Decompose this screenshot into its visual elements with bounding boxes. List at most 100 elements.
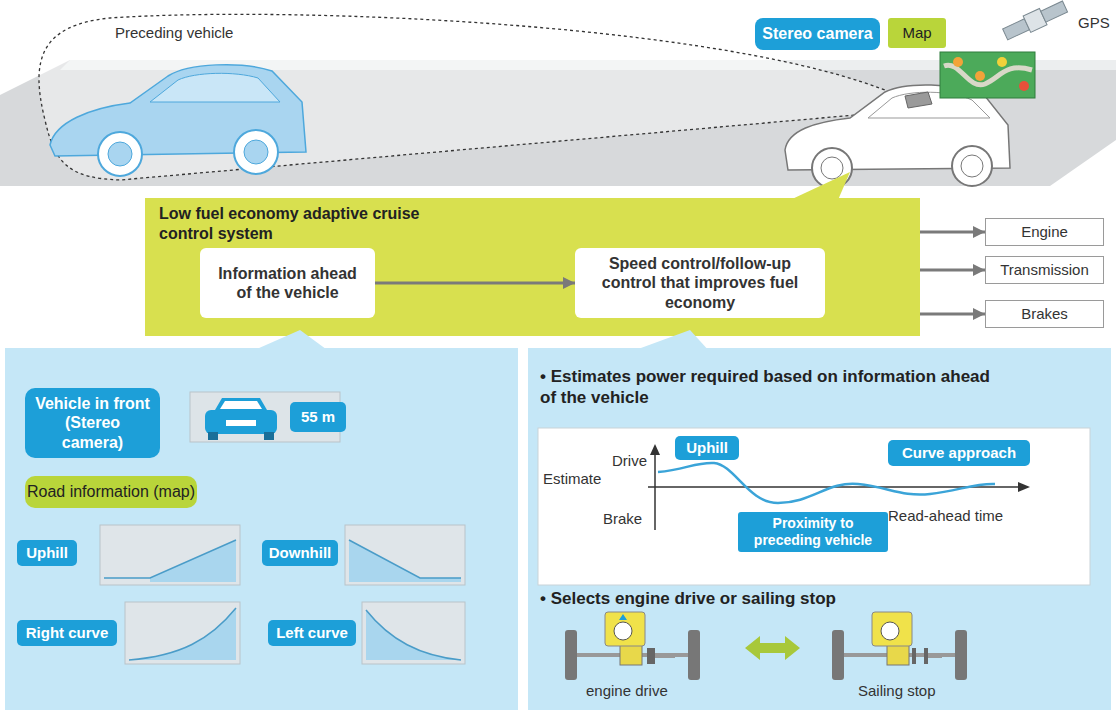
wheel (832, 630, 844, 680)
curve-fill (366, 610, 461, 660)
node-text: Information ahead of the vehicle (210, 264, 365, 302)
process-box: Information ahead of the vehicle (200, 248, 375, 318)
axis-label: Estimate (543, 470, 601, 488)
car-front-roof (215, 398, 267, 410)
map-box: Map (888, 18, 946, 48)
wheel (955, 630, 967, 680)
car-window (150, 73, 280, 102)
differential (887, 645, 909, 665)
chart-tag: Proximity to preceding vehicle (738, 512, 888, 552)
node-text: Transmission (1000, 261, 1089, 279)
node-text: 55 m (301, 408, 335, 426)
sensor-tag: Vehicle in front (Stereo camera) (25, 388, 160, 458)
node-text: Proximity to preceding vehicle (742, 515, 884, 549)
flow-arrow (920, 269, 985, 272)
right-curve-tile (125, 602, 240, 664)
clutch-plate (924, 648, 928, 664)
info-panel-ground (5, 348, 518, 710)
switch-arrow (745, 636, 800, 660)
tile-ground (125, 602, 240, 664)
distance-tile (190, 392, 340, 442)
map-sign (953, 57, 963, 67)
wheel (688, 630, 700, 680)
wheel (565, 630, 577, 680)
car-front-body (205, 410, 277, 434)
running-mark (619, 614, 627, 620)
control-panel-ground (145, 198, 920, 336)
car-front-grille (226, 420, 256, 426)
node-text: Downhill (269, 544, 332, 562)
shaft (655, 654, 675, 658)
slope-line (104, 540, 236, 578)
car-front-window (220, 401, 262, 409)
estimate-curve (658, 463, 995, 503)
axis-label: Read-ahead time (888, 507, 1003, 525)
chart-box (538, 428, 1090, 585)
clutch-plate (647, 648, 651, 664)
output-box: Brakes (985, 300, 1104, 328)
engine-gauge (881, 622, 899, 640)
map-road (944, 65, 1032, 85)
flow-arrow (920, 231, 985, 234)
left-curve-tile (362, 602, 465, 664)
curve-line (129, 608, 236, 660)
callout-pointer (790, 172, 850, 200)
engine-gauge (614, 622, 632, 640)
tile-ground (100, 525, 240, 585)
car-front-wheel (208, 432, 218, 440)
slope-fill (349, 540, 461, 582)
node-text: Uphill (686, 439, 728, 457)
chart-tag: Curve approach (888, 440, 1030, 466)
preceding-vehicle (50, 65, 306, 176)
engine-drive-icon (565, 612, 700, 680)
car-front-wheel (264, 432, 274, 440)
road-tag: Right curve (17, 620, 117, 646)
stereo-camera-unit (905, 92, 932, 108)
map-sign (975, 71, 985, 81)
road-tag: Uphill (17, 540, 77, 566)
slope-line (349, 540, 461, 578)
shaft (928, 654, 942, 658)
clutch-plate (912, 648, 916, 664)
node-text: Curve approach (902, 444, 1016, 462)
node-text: Left curve (276, 624, 348, 642)
tile-ground (345, 525, 465, 585)
car-front-icon (205, 398, 277, 440)
car-wheel (98, 132, 142, 176)
node-text: Brakes (1021, 305, 1068, 323)
control-system-panel: Low fuel economy adaptive cruise control… (145, 198, 920, 336)
gps-label: GPS (1078, 14, 1110, 32)
control-panel-ground (528, 348, 1111, 710)
axis-arrowhead (1018, 482, 1030, 492)
car-wheel (821, 157, 843, 179)
axis-arrowhead (650, 444, 660, 455)
map-sign (997, 57, 1007, 67)
downhill-tile (345, 525, 465, 585)
map-sign (1019, 81, 1029, 91)
map-image (940, 52, 1035, 98)
node-text: Engine (1021, 223, 1068, 241)
sensor-box: Stereo camera (755, 18, 880, 50)
node-text: Map (902, 24, 931, 42)
view-label: Preceding vehicle (115, 24, 233, 42)
uphill-tile (100, 525, 240, 585)
icon-caption: engine drive (586, 682, 668, 700)
node-text: Right curve (26, 624, 109, 642)
axis-label: Brake (603, 510, 642, 528)
car-wheel (961, 155, 983, 177)
tile-ground (362, 602, 465, 664)
flow-arrow (920, 313, 985, 316)
curve-fill (129, 608, 236, 660)
map-tag: Road information (map) (25, 476, 197, 508)
own-vehicle (785, 85, 1010, 188)
camera-view-cone (39, 14, 912, 180)
curve-line (366, 610, 461, 660)
map-ground (940, 52, 1035, 98)
engine-block (872, 612, 912, 646)
output-box: Transmission (985, 256, 1104, 284)
section-heading: • Selects engine drive or sailing stop (540, 588, 1010, 609)
chart-axis (654, 452, 656, 530)
